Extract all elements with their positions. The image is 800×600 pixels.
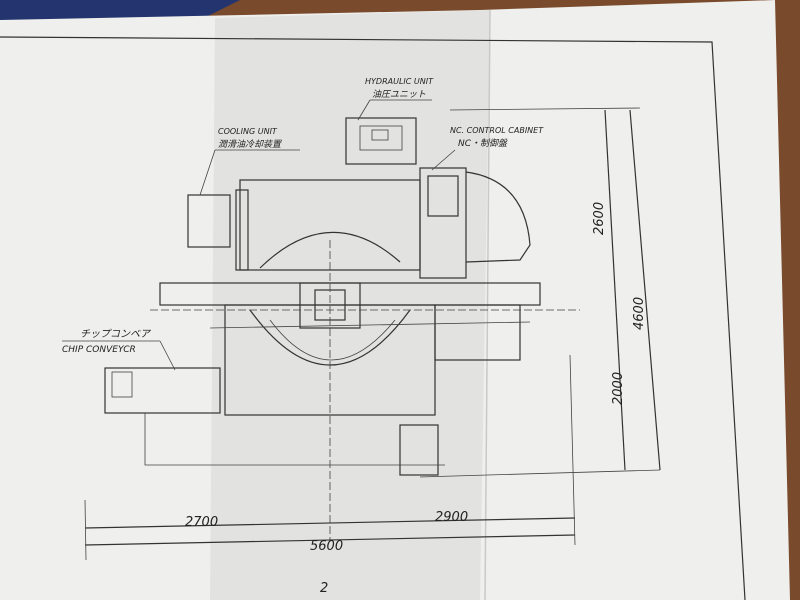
nc-cabinet-label: NC. CONTROL CABINET: [450, 126, 544, 135]
hydraulic-unit-label-jp: 油圧ユニット: [372, 89, 426, 100]
machine-outline: [104, 107, 661, 540]
dimension-lines: [84, 109, 661, 561]
nc-leader: [431, 149, 456, 171]
dim-2900: 2900: [435, 510, 468, 525]
dim-2700: 2700: [185, 515, 218, 530]
dim-2000: 2000: [611, 372, 626, 405]
chip-conveyor-label-jp: チップコンベア: [80, 328, 152, 340]
cooling-unit-label: COOLING UNIT: [218, 127, 278, 136]
hydraulic-unit-label: HYDRAULIC UNIT: [365, 77, 434, 86]
cooling-unit-label-jp: 潤滑油冷却装置: [218, 139, 282, 150]
dim-4600: 4600: [632, 297, 647, 330]
drawing-border: [0, 36, 746, 600]
dim-2600: 2600: [592, 202, 607, 235]
chip-conveyor-label: CHIP CONVEYCR: [62, 345, 136, 355]
page-number: 2: [320, 581, 328, 596]
nc-cabinet-label-jp: NC・制御盤: [458, 138, 509, 149]
dim-5600: 5600: [310, 539, 343, 554]
cooling-leader: [199, 149, 216, 196]
hydraulic-leader: [357, 99, 371, 121]
chip-leader: [159, 340, 176, 371]
